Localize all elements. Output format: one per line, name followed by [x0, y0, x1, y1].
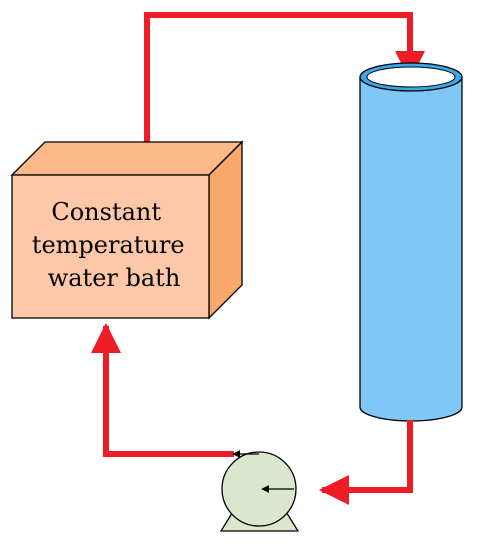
- column-body: [359, 76, 463, 422]
- bath-label-line-1: Constant: [51, 198, 161, 226]
- jacketed-column: [359, 62, 463, 422]
- bath-label: Constant temperature water bath: [32, 198, 192, 292]
- bath-front-face: [11, 174, 210, 319]
- pipe-bath-to-column: [144, 12, 425, 143]
- column-top-opening: [366, 66, 456, 88]
- pipe-pump-to-bath: [91, 323, 234, 457]
- pipe-column-to-pump: [319, 420, 413, 505]
- bath-label-line-3: water bath: [48, 264, 181, 292]
- bath-label-line-2: temperature: [32, 231, 185, 259]
- bath-top-face: [10, 141, 244, 176]
- pump-housing: [221, 451, 297, 527]
- circulation-pump: [219, 450, 300, 532]
- water-bath-box: Constant temperature water bath: [10, 140, 244, 320]
